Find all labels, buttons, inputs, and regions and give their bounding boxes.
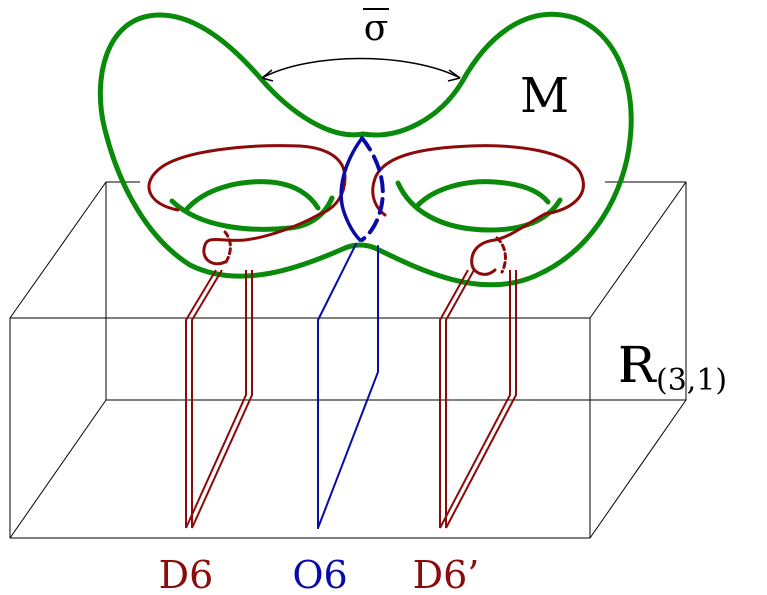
d6-left-back-edge — [191, 270, 253, 529]
d6-right-loop-bottom — [470, 212, 547, 276]
arrowhead-left — [261, 69, 274, 82]
spacetime-subscript: (3,1) — [656, 363, 727, 398]
spacetime-box — [9, 181, 687, 539]
d6-left-loop-dashed — [223, 230, 232, 264]
d6-label: D6 — [159, 553, 214, 595]
o6-label: O6 — [292, 553, 347, 595]
d6-brane-sheets — [185, 269, 517, 529]
o6-sheet-back-edge — [317, 245, 379, 529]
manifold-outline — [97, 11, 634, 288]
d6-prime-back-edge — [445, 270, 517, 529]
d6-left-front-edge — [185, 269, 217, 528]
box-edge — [9, 181, 107, 319]
manifold-label: M — [520, 68, 569, 124]
d6-prime-label: D6’ — [413, 553, 480, 595]
involution-arc — [261, 57, 461, 79]
d6-prime-sheet — [439, 269, 517, 529]
d6-prime-back-edge — [439, 270, 511, 529]
d6-prime-front-edge — [445, 269, 475, 528]
box-edge — [589, 399, 687, 539]
left-hole-upper — [183, 179, 321, 213]
spacetime-label: R (3,1) — [618, 336, 727, 398]
o6-plane — [317, 136, 385, 529]
o6-fixed-curve-front — [339, 136, 364, 242]
d6-prime-front-edge — [439, 269, 469, 528]
d6-left-sheet — [185, 269, 253, 529]
spacetime-symbol: R — [618, 336, 657, 394]
d6-right-loop — [371, 144, 585, 217]
d6-left-front-edge — [191, 269, 223, 528]
right-hole-upper — [415, 179, 551, 208]
d6-brane-loops — [147, 144, 585, 276]
right-hole-lower — [395, 180, 563, 233]
involution-label: σ — [364, 8, 389, 49]
o6-fixed-curve-back — [360, 136, 385, 242]
box-edge — [589, 181, 687, 319]
manifold-m — [97, 11, 634, 288]
arrowhead-right — [447, 69, 461, 82]
box-edge — [9, 399, 107, 539]
d6-left-loop-bottom — [202, 213, 320, 266]
d6-right-loop-dashed — [495, 236, 507, 274]
o6-sheet-front-edge — [317, 243, 357, 529]
involution-arrow — [261, 57, 461, 82]
d6-left-back-edge — [185, 270, 247, 529]
d6-left-loop — [147, 144, 347, 217]
